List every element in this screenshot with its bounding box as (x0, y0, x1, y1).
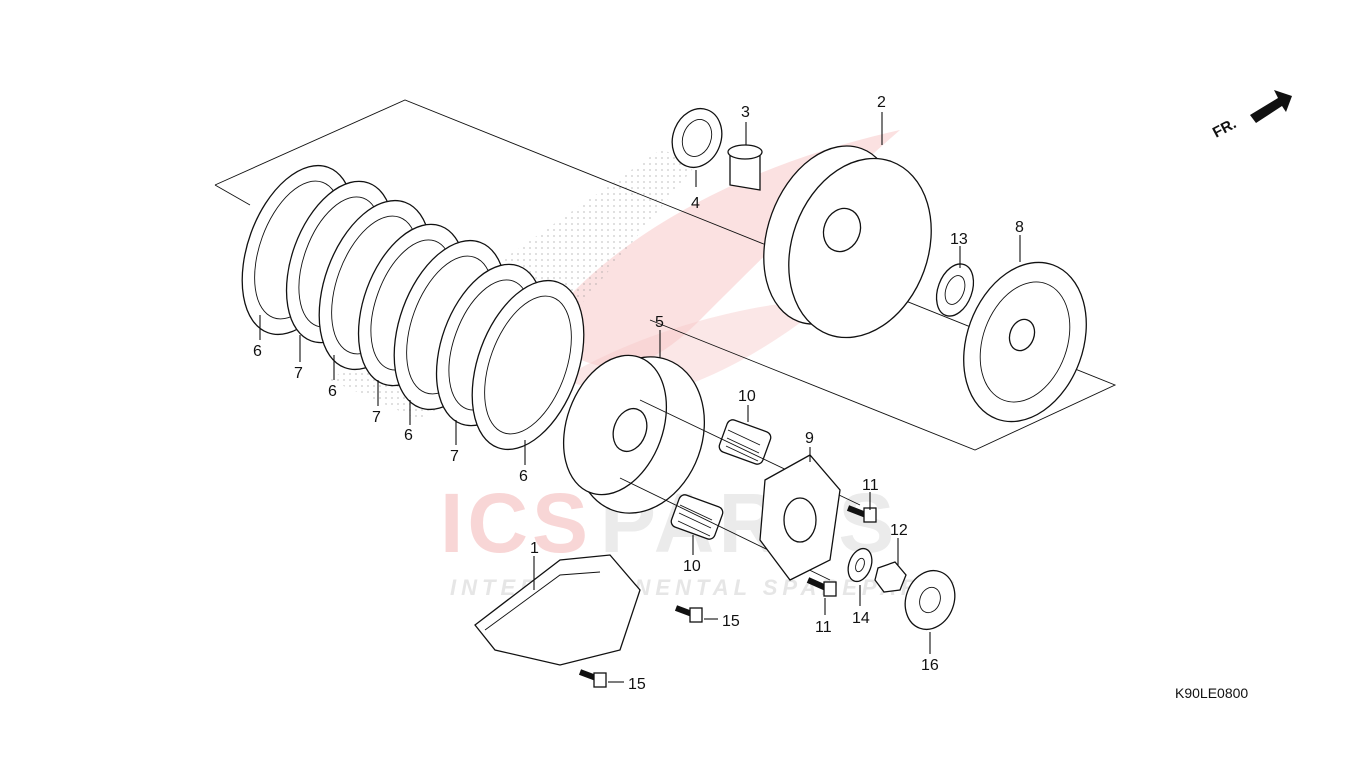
lifter-cover-1 (474, 554, 641, 666)
lock-nut-12 (874, 561, 907, 593)
clutch-spring-upper (718, 419, 772, 465)
callout-numbers: 3 4 2 8 13 5 6 7 6 7 6 7 6 10 10 9 11 11… (253, 94, 1024, 693)
callout-15-lower: 15 (628, 676, 646, 693)
bushing-4 (671, 107, 723, 169)
callout-6-first: 6 (253, 343, 262, 360)
diagram-code: K90LE0800 (1175, 685, 1248, 701)
callout-15-upper: 15 (722, 613, 740, 630)
callout-7-second: 7 (372, 409, 381, 426)
clutch-center-hub (562, 354, 706, 514)
callout-6-third: 6 (404, 427, 413, 444)
callout-7-first: 7 (294, 365, 303, 382)
guide-edge (214, 184, 251, 206)
bolt-15-upper (674, 605, 703, 623)
callout-3: 3 (741, 104, 750, 121)
callout-11-lower: 11 (815, 619, 832, 636)
callout-11-upper: 11 (862, 477, 879, 494)
washer-14 (847, 547, 873, 583)
callout-10-lower: 10 (683, 558, 701, 575)
front-arrow-icon (1250, 90, 1292, 123)
bolt-11-lower (806, 577, 837, 597)
callout-1: 1 (530, 540, 539, 557)
callout-4: 4 (691, 195, 700, 212)
callout-9: 9 (805, 430, 814, 447)
washer-13 (935, 263, 975, 317)
callout-10-upper: 10 (738, 388, 756, 405)
callout-8: 8 (1015, 219, 1024, 236)
callout-6-second: 6 (328, 383, 337, 400)
leader-lines (259, 112, 1021, 683)
callout-7-third: 7 (450, 448, 459, 465)
front-direction-label: FR. (1210, 115, 1239, 141)
bolt-11-upper (846, 505, 877, 523)
callout-2: 2 (877, 94, 886, 111)
friction-disc-6d (471, 279, 585, 451)
bolt-15-lower (578, 669, 607, 688)
callout-5: 5 (655, 314, 664, 331)
pressure-plate (963, 261, 1087, 423)
callout-16: 16 (921, 657, 939, 674)
callout-12: 12 (890, 522, 908, 539)
callout-13: 13 (950, 231, 968, 248)
assembly-guide-outline (214, 99, 1117, 451)
ball-bearing-16 (904, 569, 956, 631)
callout-14: 14 (852, 610, 870, 627)
clutch-outer-housing (763, 145, 932, 339)
front-direction-indicator: FR. (1210, 90, 1292, 142)
clutch-plates (241, 164, 585, 451)
clutch-spring-lower (670, 494, 724, 540)
watermark-brand-left: ICS (440, 476, 592, 570)
callout-6-fourth: 6 (519, 468, 528, 485)
